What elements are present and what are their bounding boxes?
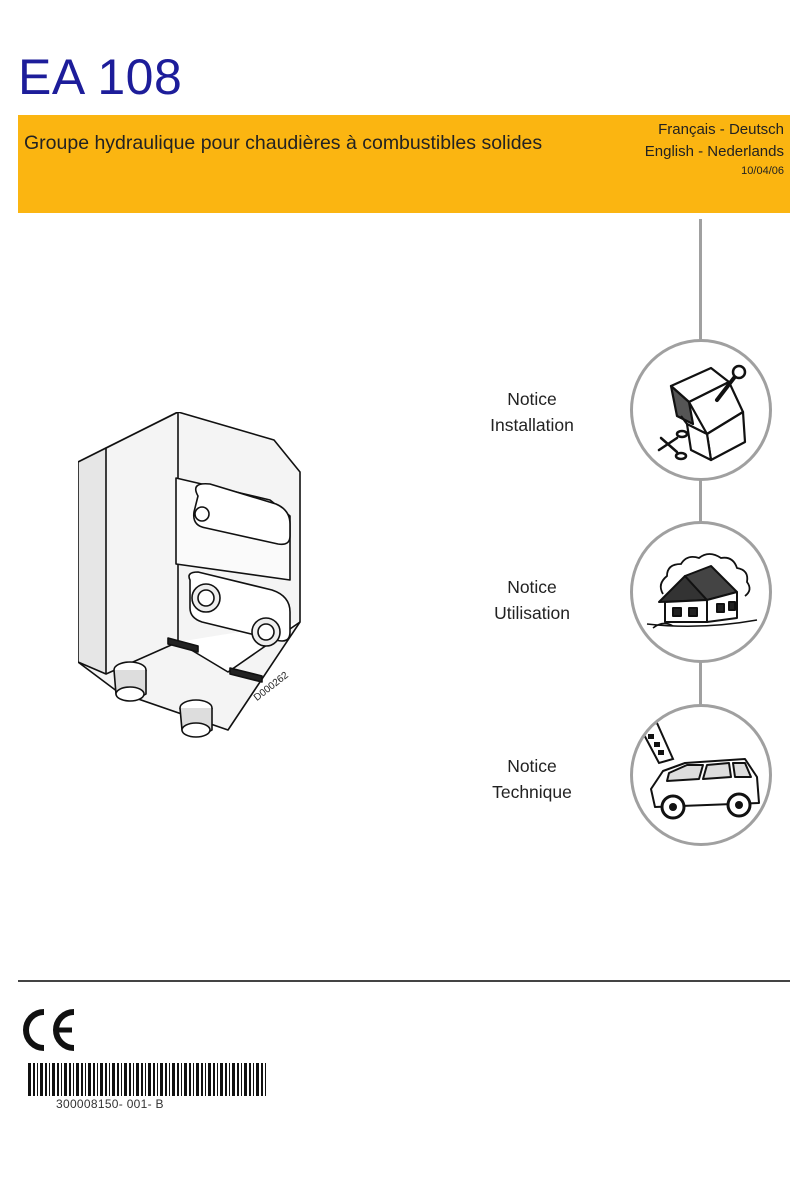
barcode-bar [37, 1063, 38, 1096]
notice-installation-line2: Installation [490, 415, 574, 435]
notice-technique-line1: Notice [507, 756, 557, 776]
languages-line-1: Français - Deutsch [658, 121, 784, 138]
barcode-bar [261, 1063, 263, 1096]
barcode-bar [129, 1063, 131, 1096]
barcode-bar [145, 1063, 146, 1096]
barcode-bar [40, 1063, 43, 1096]
barcode-bar [184, 1063, 187, 1096]
barcode-bar [172, 1063, 175, 1096]
house-icon [630, 521, 772, 663]
barcode-bar [109, 1063, 110, 1096]
barcode-bar [213, 1063, 215, 1096]
product-title: EA 108 [18, 49, 183, 105]
barcode [28, 1063, 268, 1096]
notice-installation-line1: Notice [507, 389, 557, 409]
barcode-bar [189, 1063, 191, 1096]
barcode-bar [201, 1063, 203, 1096]
document-date: 10/04/06 [741, 165, 784, 177]
device-illustration [77, 411, 310, 752]
barcode-bar [177, 1063, 179, 1096]
barcode-bar [76, 1063, 79, 1096]
connector-line-2 [699, 657, 702, 705]
barcode-bar [237, 1063, 239, 1096]
barcode-bar [148, 1063, 151, 1096]
notice-technique-label: Notice Technique [462, 753, 602, 805]
connector-line-1 [699, 475, 702, 523]
barcode-bar [28, 1063, 31, 1096]
barcode-bar [157, 1063, 158, 1096]
notice-utilisation-label: Notice Utilisation [462, 574, 602, 626]
barcode-bar [220, 1063, 223, 1096]
barcode-bar [244, 1063, 247, 1096]
barcode-bar [265, 1063, 266, 1096]
notice-technique-line2: Technique [492, 782, 572, 802]
barcode-bar [112, 1063, 115, 1096]
barcode-bar [217, 1063, 218, 1096]
barcode-bar [73, 1063, 74, 1096]
barcode-bar [100, 1063, 103, 1096]
barcode-bar [45, 1063, 47, 1096]
barcode-bar [61, 1063, 62, 1096]
barcode-bar [69, 1063, 71, 1096]
barcode-bar [229, 1063, 230, 1096]
barcode-bar [196, 1063, 199, 1096]
barcode-bar [232, 1063, 235, 1096]
barcode-bar [121, 1063, 122, 1096]
barcode-bar [160, 1063, 163, 1096]
toolbox-icon [630, 339, 772, 481]
barcode-bar [249, 1063, 251, 1096]
barcode-bar [97, 1063, 98, 1096]
barcode-bar [57, 1063, 59, 1096]
barcode-bar [64, 1063, 67, 1096]
barcode-bar [85, 1063, 86, 1096]
barcode-bar [124, 1063, 127, 1096]
languages-line-2: English - Nederlands [644, 143, 784, 160]
barcode-bar [253, 1063, 254, 1096]
notice-installation-label: Notice Installation [462, 386, 602, 438]
product-subtitle: Groupe hydraulique pour chaudières à com… [24, 132, 543, 154]
service-van-icon [630, 704, 772, 846]
barcode-bar [52, 1063, 55, 1096]
barcode-bar [33, 1063, 35, 1096]
barcode-bar [181, 1063, 182, 1096]
barcode-bar [88, 1063, 91, 1096]
barcode-bar [205, 1063, 206, 1096]
barcode-bar [241, 1063, 242, 1096]
barcode-bar [141, 1063, 143, 1096]
header-banner: Groupe hydraulique pour chaudières à com… [18, 115, 790, 213]
barcode-bar [117, 1063, 119, 1096]
barcode-bar [165, 1063, 167, 1096]
barcode-bar [133, 1063, 134, 1096]
barcode-bar [105, 1063, 107, 1096]
barcode-bar [208, 1063, 211, 1096]
notice-utilisation-line1: Notice [507, 577, 557, 597]
barcode-bar [153, 1063, 155, 1096]
footer-rule [18, 980, 790, 982]
barcode-bar [81, 1063, 83, 1096]
notice-utilisation-line2: Utilisation [494, 603, 570, 623]
barcode-bar [169, 1063, 170, 1096]
barcode-number: 300008150- 001- B [56, 1097, 164, 1111]
barcode-bar [49, 1063, 50, 1096]
barcode-bar [193, 1063, 194, 1096]
connector-line-top [699, 219, 702, 341]
barcode-bar [93, 1063, 95, 1096]
barcode-bar [225, 1063, 227, 1096]
ce-mark [20, 1008, 78, 1057]
barcode-bar [136, 1063, 139, 1096]
barcode-bar [256, 1063, 259, 1096]
